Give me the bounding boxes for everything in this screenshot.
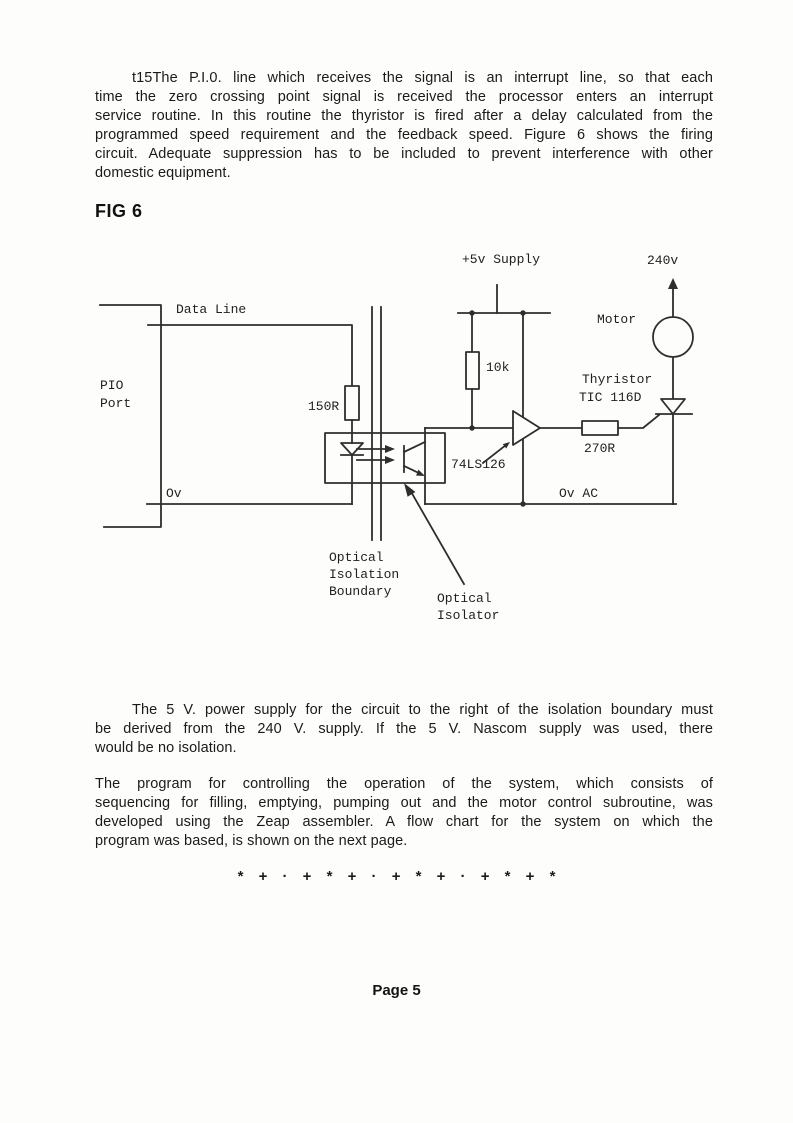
- resistor-150r-label: 150R: [308, 399, 339, 414]
- text-line: The program for controlling the operatio…: [95, 776, 713, 792]
- boundary-label-line3: Boundary: [329, 584, 392, 599]
- motor-label: Motor: [597, 312, 636, 327]
- motor-symbol: 240v Motor: [597, 253, 694, 358]
- thyristor-label-line2: TIC 116D: [579, 390, 642, 405]
- text-line: circuit. Adequate suppression has to be …: [95, 146, 713, 162]
- resistor-270r-label: 270R: [584, 441, 615, 456]
- mains-240v-label: 240v: [647, 253, 678, 268]
- led-symbol: [340, 432, 364, 484]
- buffer-ic-label: 74LS126: [451, 457, 506, 472]
- pio-label-line1: PIO: [100, 378, 124, 393]
- supply-5v-label: +5v Supply: [462, 252, 540, 267]
- ov-ac-label: Ov AC: [559, 486, 598, 501]
- text-line: be derived from the 240 V. supply. If th…: [95, 721, 713, 737]
- phototransistor-symbol: [402, 440, 427, 476]
- thyristor-symbol: Thyristor TIC 116D: [579, 356, 693, 505]
- boundary-label-line1: Optical: [329, 550, 384, 565]
- text-line: programmed speed requirement and the fee…: [95, 127, 713, 143]
- separator-ornament: * + · + * + · + * + · + * + *: [237, 868, 556, 885]
- body-paragraph-1: t15The P.I.0. line which receives the si…: [95, 69, 713, 183]
- pio-label-line2: Port: [100, 396, 131, 411]
- thyristor-label-line1: Thyristor: [582, 372, 652, 387]
- ov-label: Ov: [166, 486, 182, 501]
- boundary-label-line2: Isolation: [329, 567, 399, 582]
- text-line: sequencing for filling, emptying, pumpin…: [95, 795, 713, 811]
- resistor-10k: 10k: [465, 312, 510, 431]
- right-0vac-rail: Ov AC: [424, 486, 677, 507]
- page-number: Page 5: [372, 982, 421, 999]
- resistor-150r: 150R: [308, 385, 360, 434]
- figure-heading: FIG 6: [95, 201, 143, 221]
- pio-port-bracket: PIO Port: [99, 304, 162, 528]
- text-line: t15The P.I.0. line which receives the si…: [132, 70, 713, 86]
- resistor-10k-label: 10k: [486, 360, 510, 375]
- isolator-label-line2: Isolator: [437, 608, 499, 623]
- text-line: time the zero crossing point signal is r…: [95, 89, 713, 105]
- figure-6-circuit-diagram: PIO Port Data Line 150R Ov: [99, 252, 694, 623]
- resistor-270r: 270R: [539, 413, 661, 456]
- isolation-boundary-lines: Optical Isolation Boundary: [329, 306, 399, 599]
- text-line: program was based, is shown on the next …: [95, 833, 408, 849]
- text-line: would be no isolation.: [95, 740, 237, 756]
- body-paragraph-3: The program for controlling the operatio…: [95, 775, 713, 851]
- data-line-label: Data Line: [176, 302, 246, 317]
- text-line: service routine. In this routine the thy…: [95, 108, 713, 124]
- text-line: developed using the Zeap assembler. A fl…: [95, 814, 713, 830]
- isolator-label-line1: Optical: [437, 591, 492, 606]
- body-paragraph-2: The 5 V. power supply for the circuit to…: [95, 701, 713, 758]
- data-line-wire: Data Line: [147, 302, 353, 387]
- left-0v-rail: Ov: [146, 482, 353, 505]
- buffer-74ls126: 74LS126: [424, 312, 541, 505]
- text-line: The 5 V. power supply for the circuit to…: [132, 702, 713, 718]
- optocoupler: [324, 432, 446, 484]
- optical-isolator-callout: Optical Isolator: [404, 483, 499, 623]
- supply-5v: +5v Supply: [457, 252, 551, 316]
- text-line: domestic equipment.: [95, 165, 231, 181]
